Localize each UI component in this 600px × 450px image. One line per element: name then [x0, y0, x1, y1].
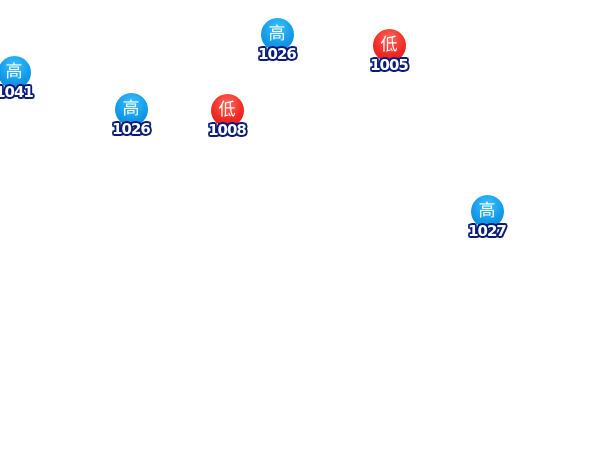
high-pressure-icon: 高	[470, 195, 504, 228]
pressure-marker-low[interactable]: 低 1008	[197, 94, 257, 154]
pressure-symbol: 高	[268, 24, 286, 44]
pressure-marker-low[interactable]: 低 1005	[359, 29, 419, 89]
pressure-value: 1027	[468, 222, 507, 240]
pressure-value: 1026	[258, 45, 297, 63]
low-pressure-icon: 低	[372, 29, 406, 62]
pressure-symbol: 低	[218, 100, 236, 120]
pressure-symbol: 高	[122, 99, 140, 119]
pressure-symbol: 高	[478, 201, 496, 221]
pressure-marker-high[interactable]: 高 1026	[101, 93, 161, 153]
high-pressure-icon: 高	[260, 18, 294, 51]
pressure-value: 1026	[112, 120, 151, 138]
pressure-symbol: 低	[380, 35, 398, 55]
pressure-marker-high[interactable]: 高 1041	[0, 56, 44, 116]
low-pressure-icon: 低	[210, 94, 244, 127]
high-pressure-icon: 高	[0, 56, 31, 89]
high-pressure-icon: 高	[114, 93, 148, 126]
pressure-value: 1008	[208, 121, 247, 139]
pressure-marker-high[interactable]: 高 1027	[457, 195, 517, 255]
pressure-value: 1041	[0, 83, 34, 101]
pressure-symbol: 高	[5, 62, 23, 82]
pressure-marker-high[interactable]: 高 1026	[247, 18, 307, 78]
pressure-value: 1005	[370, 56, 409, 74]
